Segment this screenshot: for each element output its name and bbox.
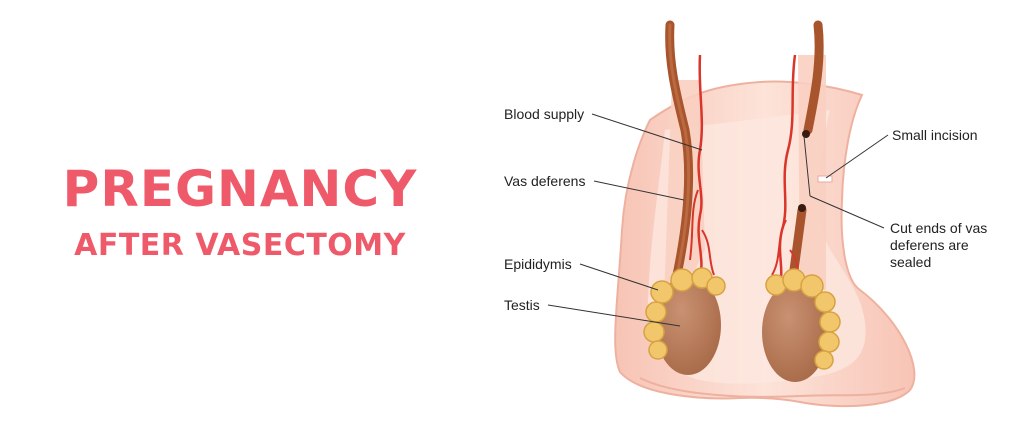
sealed-end-upper — [802, 130, 810, 138]
right-epididymis — [765, 268, 841, 370]
leader-cut-ends-2 — [803, 135, 811, 197]
leader-testis — [547, 304, 681, 327]
leader-cut-ends-1 — [809, 195, 885, 229]
label-blood-supply: Blood supply — [504, 106, 585, 122]
right-vas-deferens-upper — [803, 20, 824, 135]
label-small-incision: Small incision — [892, 127, 978, 143]
leader-small-incision — [825, 134, 889, 179]
leader-lines — [547, 113, 889, 327]
right-sheath — [798, 55, 826, 290]
leader-vas-deferens — [593, 180, 685, 201]
page-title: PREGNANCY — [62, 160, 418, 218]
sealed-end-lower — [798, 204, 806, 212]
left-blood-vessel — [697, 54, 704, 281]
left-testis — [655, 275, 721, 375]
right-testis — [762, 282, 828, 382]
leader-epididymis — [579, 263, 659, 291]
leader-blood-supply — [591, 113, 703, 151]
right-blood-vessel — [776, 54, 797, 291]
scrotum-base — [639, 377, 906, 398]
label-epididymis: Epididymis — [504, 256, 572, 272]
label-cut-ends: Cut ends of vas deferens are sealed — [890, 220, 988, 270]
label-testis: Testis — [504, 297, 540, 313]
label-vas-deferens: Vas deferens — [504, 173, 586, 189]
incision-mark — [817, 175, 833, 183]
page-subtitle: AFTER VASECTOMY — [74, 228, 406, 263]
